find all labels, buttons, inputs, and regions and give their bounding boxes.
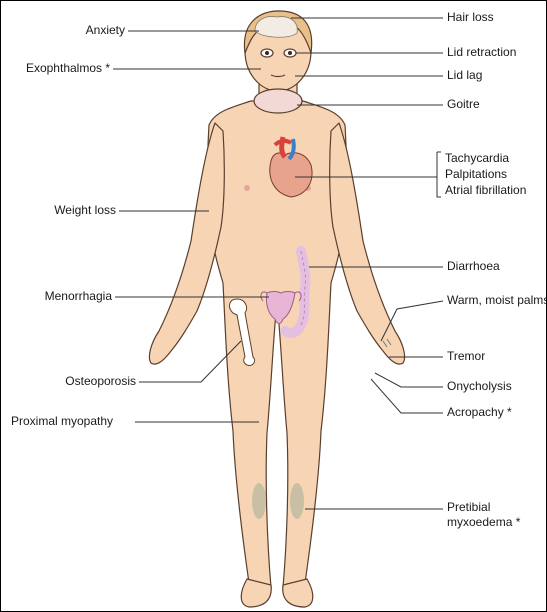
- label-lid-lag: Lid lag: [447, 69, 482, 82]
- label-hair-loss: Hair loss: [447, 11, 494, 24]
- label-warm-palms: Warm, moist palms: [447, 294, 547, 307]
- label-proximal-myopathy: Proximal myopathy: [11, 415, 113, 428]
- label-weight-loss: Weight loss: [54, 204, 116, 217]
- label-exophthalmos: Exophthalmos *: [26, 62, 110, 75]
- label-myxoedema: myxoedema *: [447, 516, 520, 529]
- myxoedema-left: [252, 483, 266, 519]
- label-acropachy: Acropachy *: [447, 406, 512, 419]
- left-arm: [149, 123, 224, 364]
- label-anxiety: Anxiety: [86, 24, 125, 37]
- myxoedema-right: [290, 483, 304, 519]
- label-pretibial: Pretibial: [447, 501, 490, 514]
- label-tachycardia: Tachycardia: [445, 152, 509, 165]
- label-menorrhagia: Menorrhagia: [45, 290, 112, 303]
- label-atrial-fibrillation: Atrial fibrillation: [445, 184, 526, 197]
- label-goitre: Goitre: [447, 98, 480, 111]
- label-lid-retraction: Lid retraction: [447, 46, 516, 59]
- right-arm: [330, 123, 405, 364]
- goitre-swelling: [254, 89, 302, 113]
- label-onycholysis: Onycholysis: [447, 380, 512, 393]
- label-palpitations: Palpitations: [445, 168, 507, 181]
- label-tremor: Tremor: [447, 350, 485, 363]
- brain: [255, 17, 297, 38]
- label-osteoporosis: Osteoporosis: [65, 375, 136, 388]
- label-diarrhoea: Diarrhoea: [447, 260, 500, 273]
